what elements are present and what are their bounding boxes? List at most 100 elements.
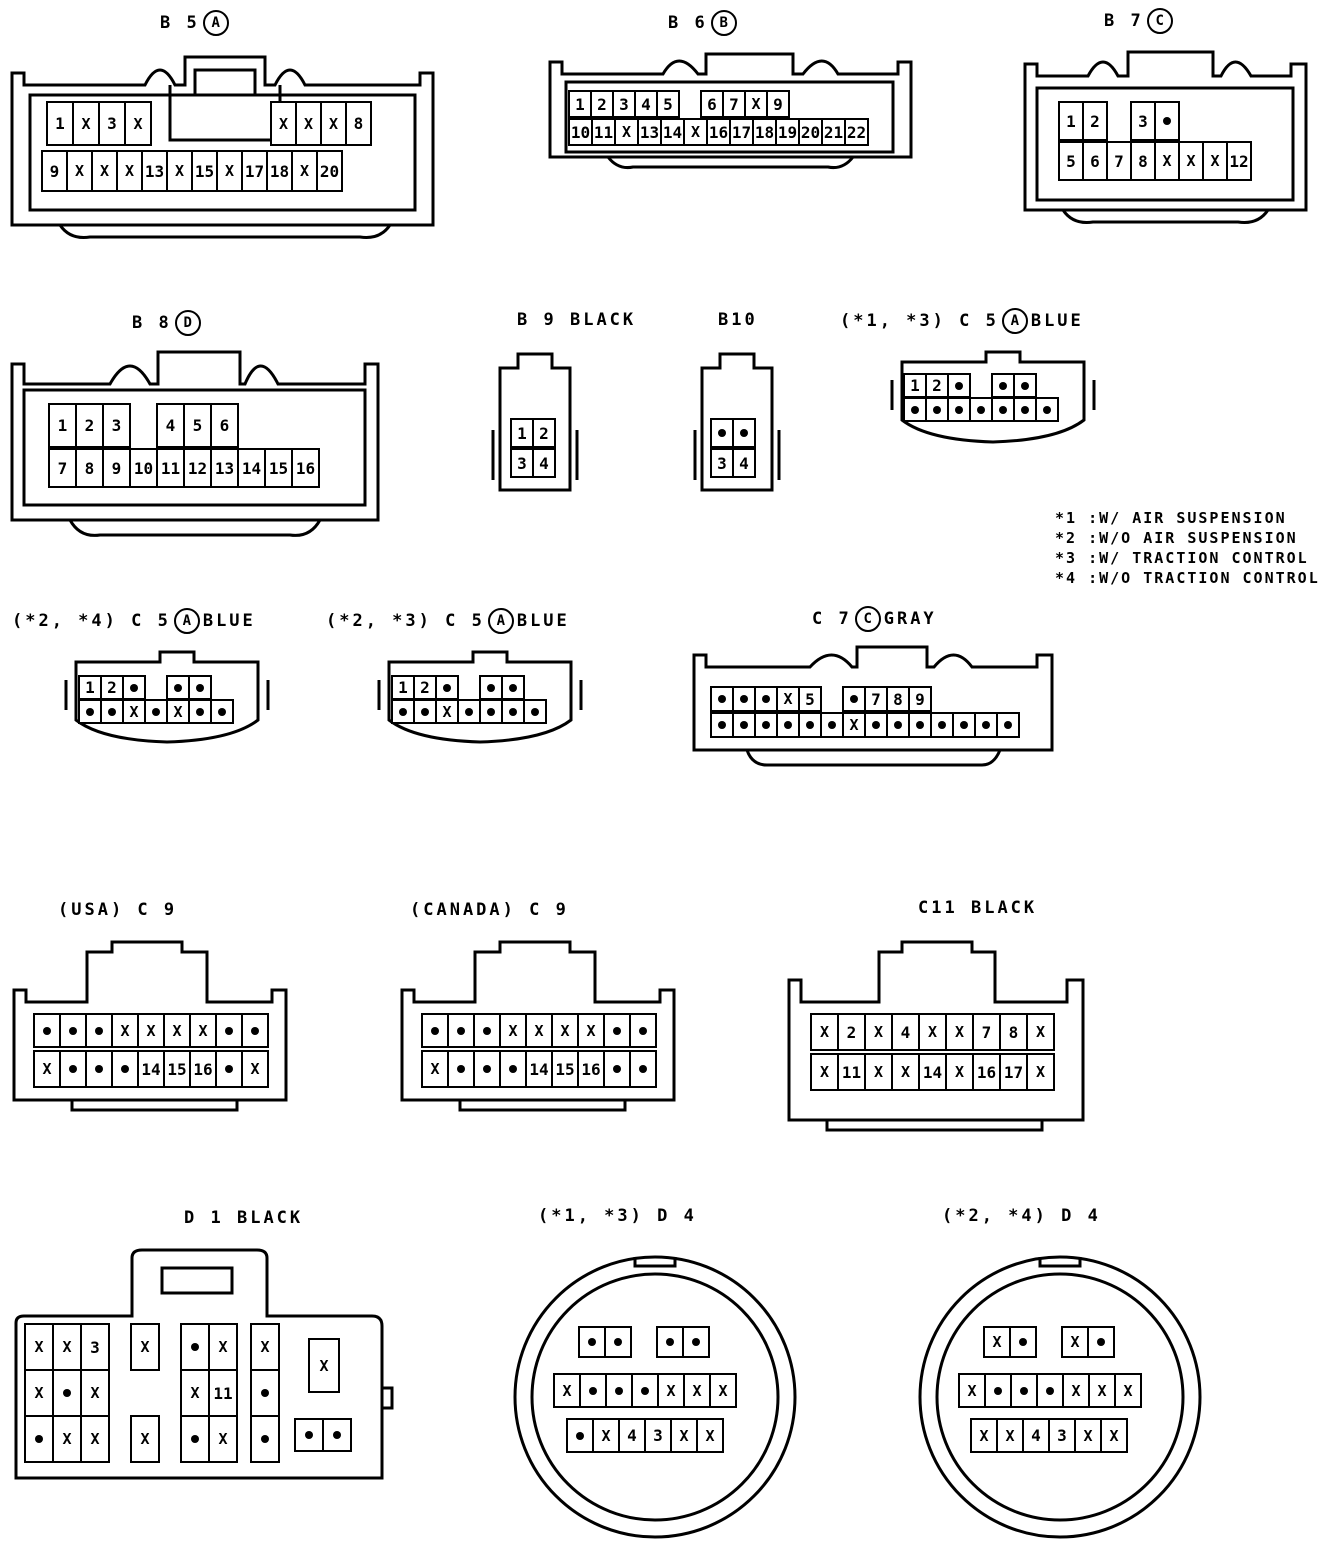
legend-line-4: *4 :W/O TRACTION CONTROL — [1055, 569, 1320, 587]
pin-b6: 18 — [752, 118, 777, 146]
pin-b6: 4 — [634, 90, 658, 118]
pin-c11: X — [918, 1013, 947, 1051]
pin-d4b: X — [958, 1373, 986, 1408]
pin-d4a — [604, 1326, 632, 1358]
pin-c9usa: X — [33, 1050, 61, 1088]
pin-d1: X — [180, 1369, 210, 1417]
pin-c5b — [188, 675, 212, 700]
pin-d4b: X — [1061, 1326, 1089, 1358]
pin-d4b — [1010, 1373, 1038, 1408]
pin-b5: 1 — [46, 101, 74, 146]
connector-d4b — [915, 1252, 1205, 1542]
pin-c9can — [447, 1013, 475, 1048]
pin-b8: 7 — [48, 448, 77, 488]
connector-b6 — [548, 52, 913, 172]
pin-b7: 2 — [1082, 101, 1108, 141]
pin-c5c — [457, 699, 481, 724]
pin-c7 — [754, 686, 778, 712]
pin-d4a — [682, 1326, 710, 1358]
pin-c5c — [501, 699, 525, 724]
pin-d1-extra-bottom — [294, 1418, 352, 1452]
pin-d1 — [24, 1415, 54, 1463]
pin-c5b — [122, 675, 146, 700]
pin-b7: 6 — [1082, 141, 1108, 181]
pin-b5: X — [270, 101, 297, 146]
pin-c7 — [908, 712, 932, 738]
pin-c5a — [947, 373, 971, 398]
pin-b6: 17 — [729, 118, 754, 146]
pin-row-c7-1: X — [710, 712, 1020, 738]
pin-d4a — [566, 1418, 594, 1453]
pin-c5a — [991, 397, 1015, 422]
pin-b6: 14 — [660, 118, 685, 146]
pin-b7 — [1106, 101, 1132, 141]
pin-b10: 4 — [732, 448, 756, 478]
pin-c5c — [479, 699, 503, 724]
pin-d4b — [1087, 1326, 1115, 1358]
pin-c9can — [603, 1050, 631, 1088]
pin-b6: 1 — [568, 90, 592, 118]
label-c7-circle: C — [854, 606, 881, 632]
pin-d4a: 4 — [618, 1418, 646, 1453]
pin-b7: 5 — [1058, 141, 1084, 181]
pin-c11: 17 — [999, 1053, 1028, 1091]
pin-b8: 6 — [210, 403, 239, 448]
pin-c5a — [991, 373, 1015, 398]
pin-d4b: X — [1074, 1418, 1102, 1453]
label-c9can-text: (CANADA) C 9 — [410, 900, 569, 920]
pin-b8: 2 — [75, 403, 104, 448]
pin-c11: X — [945, 1013, 974, 1051]
connector-c11 — [787, 940, 1085, 1135]
pin-c9usa — [59, 1050, 87, 1088]
pin-c7 — [952, 712, 976, 738]
pin-c5c — [501, 675, 525, 700]
pin-d4a: X — [683, 1373, 711, 1408]
pin-c5a: 2 — [925, 373, 949, 398]
pin-c9can — [473, 1050, 501, 1088]
pin-c7: 9 — [908, 686, 932, 712]
pin-d4b: X — [1088, 1373, 1116, 1408]
pin-b8: 16 — [291, 448, 320, 488]
label-c9can: (CANADA) C 9 — [410, 900, 569, 920]
pin-b9: 3 — [510, 448, 534, 478]
pin-c7 — [996, 712, 1020, 738]
pin-c9can — [473, 1013, 501, 1048]
label-c11-color: BLACK — [970, 898, 1038, 918]
connector-c9usa — [12, 940, 288, 1120]
pin-c9usa — [85, 1013, 113, 1048]
pin-d4a — [605, 1373, 633, 1408]
label-b10-text: B10 — [718, 310, 758, 330]
pin-c5a — [1013, 397, 1037, 422]
pin-c11: 2 — [837, 1013, 866, 1051]
pin-b8: 14 — [237, 448, 266, 488]
pin-b5: 15 — [191, 150, 218, 192]
pin-c9usa: X — [241, 1050, 269, 1088]
pin-d4b — [1036, 1373, 1064, 1408]
connector-c5c — [375, 650, 585, 750]
label-b5-circle: A — [202, 10, 229, 36]
pin-c7: 8 — [886, 686, 910, 712]
pin-b8: 9 — [102, 448, 131, 488]
pin-b5: X — [91, 150, 118, 192]
pin-b5: X — [320, 101, 347, 146]
pin-b7: 1 — [1058, 101, 1084, 141]
label-d1-text: D 1 — [184, 1208, 224, 1228]
connector-d1 — [12, 1248, 397, 1486]
pin-b6: 7 — [722, 90, 746, 118]
pin-b8: 3 — [102, 403, 131, 448]
pin-d4a — [656, 1326, 684, 1358]
pin-c7: 7 — [864, 686, 888, 712]
pin-b6: 9 — [766, 90, 790, 118]
label-b10: B10 — [718, 310, 758, 330]
pin-b8: 10 — [129, 448, 158, 488]
